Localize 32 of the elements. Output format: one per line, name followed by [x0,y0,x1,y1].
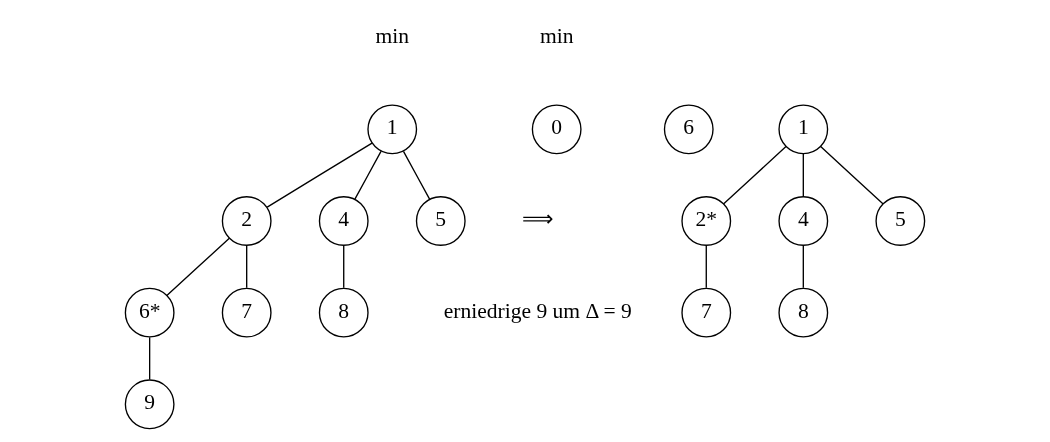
node-circle: 6 [663,104,714,155]
connector [166,237,230,297]
connector [246,245,248,289]
node-circle: 7 [681,287,732,338]
connector [343,245,345,289]
node-circle: 1 [778,104,829,155]
node-circle: 0 [531,104,582,155]
node-circle: 2 [221,196,272,246]
node-circle: 1 [367,104,418,155]
connector [802,153,804,197]
node-circle: 5 [875,196,926,246]
connector [802,245,804,289]
node-circle: 6* [124,287,175,338]
connector [266,142,373,208]
node-circle: 4 [318,196,369,246]
node-circle: 7 [221,287,272,338]
node-circle: 8 [778,287,829,338]
label: min [539,23,574,48]
connector [722,145,787,205]
node-circle: 8 [318,287,369,338]
connector [820,145,884,205]
label: erniedrige 9 um Δ = 9 [443,298,632,323]
connector [148,336,151,381]
connector [705,245,707,289]
label: ⟹ [521,207,554,232]
node-circle: 9 [124,379,175,430]
connector [402,150,431,200]
connector [354,150,382,200]
node-circle: 5 [415,196,466,246]
node-circle: 2* [681,196,732,246]
label: min [375,23,410,48]
node-circle: 4 [778,196,829,246]
